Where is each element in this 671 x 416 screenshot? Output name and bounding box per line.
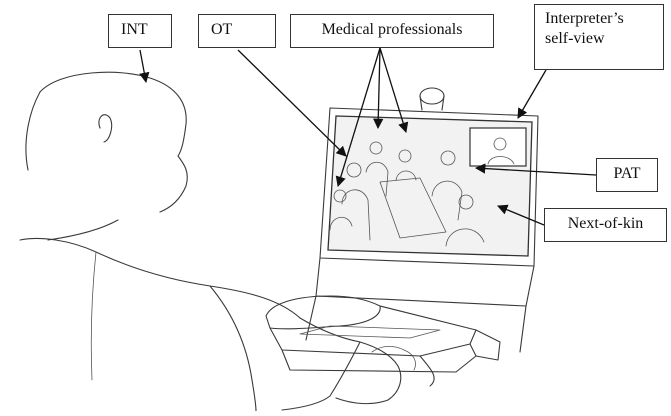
label-arrows [139,47,597,226]
medical-arrow-3 [379,47,409,133]
self-view-label: Interpreter’s self-view [534,4,664,70]
next-of-kin-arrow [497,204,545,226]
self-view-window [469,127,527,167]
medical-professionals-label: Medical professionals [290,14,494,48]
ear-sketch [98,114,113,143]
phone-console [265,295,501,387]
int-label: INT [108,14,172,48]
ot-arrow [237,49,347,157]
ot-label: OT [198,14,276,48]
int-arrow [139,49,150,84]
camera-icon [419,87,445,105]
pat-label: PAT [596,158,658,192]
pat-arrow [474,163,597,176]
next-of-kin-label: Next-of-kin [544,208,667,242]
meeting-table [379,177,447,239]
medical-arrow-2 [373,47,384,130]
video-monitor [305,87,539,353]
medical-arrow-1 [335,47,381,187]
hand-sketch [371,346,416,371]
self-view-arrow [517,69,547,119]
